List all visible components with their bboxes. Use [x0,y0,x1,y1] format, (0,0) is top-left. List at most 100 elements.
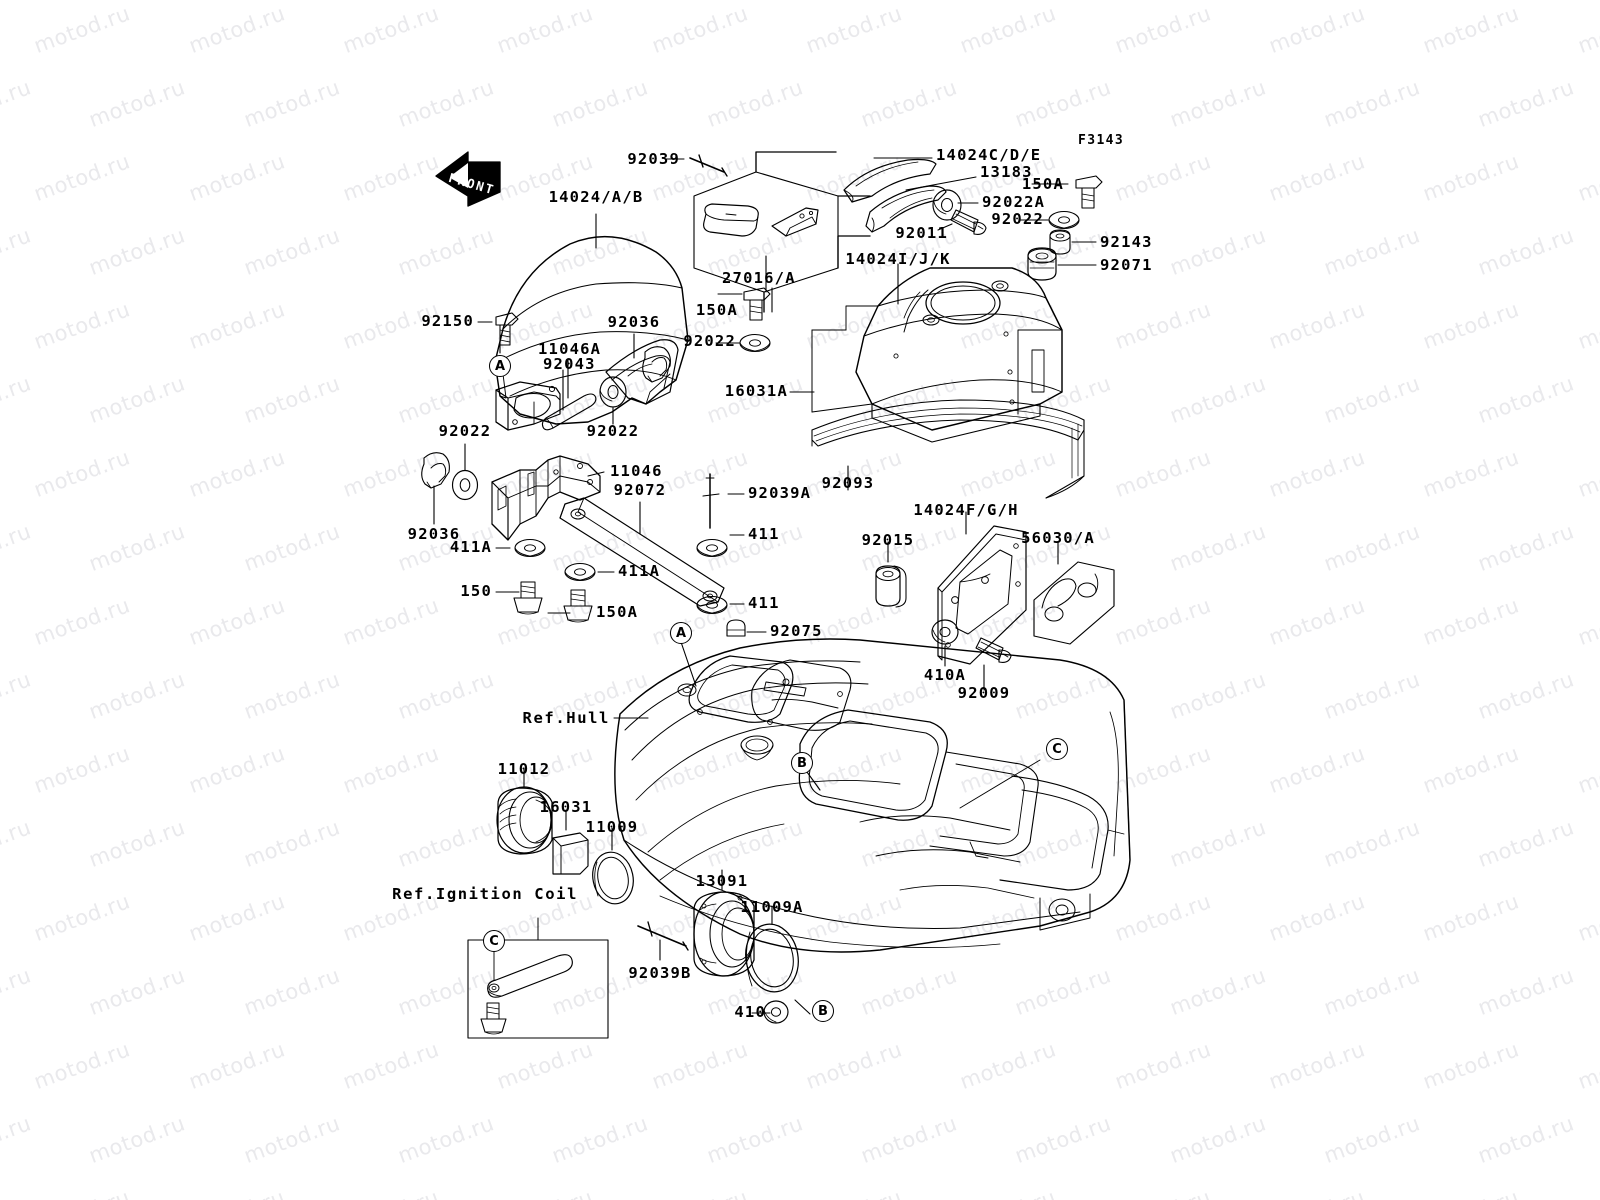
label-150A-top: 150A [1021,175,1064,193]
label-14024FGH: 14024F/G/H [913,501,1019,519]
part-13091-holder [693,891,755,977]
part-150A-bolt-lower [563,589,593,623]
label-92036-upper: 92036 [607,313,661,331]
callout-b-hull: B [791,752,813,774]
label-11009: 11009 [585,818,639,836]
label-56030A: 56030/A [1021,529,1095,547]
label-92022-right: 92022 [586,422,640,440]
part-411-washer-upper [696,538,728,558]
callout-a-upper: A [489,355,511,377]
part-92143-grommet [1049,229,1071,255]
label-92009: 92009 [957,684,1011,702]
part-411A-washer-left [514,538,546,558]
label-92022-left: 92022 [438,422,492,440]
label-92039B: 92039B [628,964,692,982]
part-92015-nut [875,565,907,608]
part-411A-washer-right [564,562,596,582]
label-411A-right: 411A [618,562,661,580]
label-27016A: 27016/A [722,269,796,287]
label-92022A: 92022A [982,193,1046,211]
part-92036-clip-lower [421,452,450,489]
inset-box-27016 [693,151,871,313]
label-16031A: 16031A [724,382,788,400]
label-92072: 92072 [613,481,667,499]
label-ref-hull: Ref.Hull [522,709,610,727]
label-92036-lower: 92036 [407,525,461,543]
front-arrow-banner [435,151,501,207]
part-410-washer [763,1000,789,1024]
part-150A-bolt-mid [743,287,771,321]
part-92022-washer-topright [1048,210,1080,230]
label-92071: 92071 [1100,256,1153,274]
label-16031: 16031 [539,798,593,816]
label-411A-left: 411A [449,538,492,556]
label-150: 150 [460,582,492,600]
label-13091: 13091 [695,872,749,890]
part-16031A-duct [811,305,879,413]
part-92039A-pin [702,473,720,529]
diagram-code: F3143 [1078,133,1125,148]
ref-hull-body [614,638,1131,953]
part-14024FGH-plate [937,525,1027,665]
part-92075-plug [726,619,746,637]
part-13183-grip [865,185,947,233]
callout-c-inset: C [483,930,505,952]
label-92015: 92015 [861,531,915,549]
part-11009-gasket [592,851,634,905]
label-150A-bottom: 150A [596,603,639,621]
label-410: 410 [734,1003,766,1021]
label-11046A: 11046A [538,340,602,358]
part-14024-front-hood [494,235,689,425]
part-92039-pin [689,154,728,177]
part-92093-gasket-seal [811,399,1085,499]
label-92022-top: 92022 [991,210,1044,228]
label-14024CDE: 14024C/D/E [936,146,1042,164]
label-14024IJK: 14024I/J/K [845,250,951,268]
callout-a-lower: A [670,622,692,644]
label-92143: 92143 [1100,233,1153,251]
part-92011-screw [950,209,987,235]
part-16031-damper [552,832,589,875]
front-marker: FRONT [432,148,500,204]
label-410A: 410A [923,666,967,684]
part-92039B-pin [637,921,689,951]
callout-c-hull: C [1046,738,1068,760]
part-92022-washer-upper [599,376,627,408]
label-13183: 13183 [980,163,1033,181]
part-410A-washer [931,619,959,645]
inset-box-ignition-coil [467,917,609,1039]
part-92022A-washer [932,189,962,221]
label-11012: 11012 [497,760,551,778]
part-150A-bolt-top [1075,175,1103,209]
callout-b-seal: B [812,1000,834,1022]
label-92039: 92039 [627,150,680,168]
label-92043: 92043 [543,355,596,373]
part-92043-pipe [541,393,597,431]
front-marker-text: FRONT [446,170,497,198]
label-411-lower: 411 [748,594,780,612]
part-11009A-seal [745,923,799,993]
label-ref-ignition-coil: Ref.Ignition Coil [392,885,578,903]
label-150A-mid: 150A [695,301,738,319]
label-92022-mid: 92022 [683,332,736,350]
part-56030A-decal [1033,561,1115,645]
part-14024IJK-engine-hood [855,267,1063,443]
part-411-washer-lower [696,595,728,615]
label-411-upper: 411 [748,525,780,543]
leader-lines [433,157,1097,1015]
label-14024AB: 14024/A/B [548,188,644,206]
label-11046: 11046 [610,462,663,480]
label-92150: 92150 [421,312,474,330]
part-150-bolt [513,581,543,615]
label-92075: 92075 [770,622,823,640]
part-14024CDE-grip [843,158,937,203]
part-92072-stay-bar [559,497,725,607]
label-11009A: 11009A [740,898,804,916]
part-92036-clip-upper [642,346,671,383]
part-92150-bolt [495,312,519,346]
part-11046-bracket [491,455,601,541]
label-92039A: 92039A [748,484,812,502]
